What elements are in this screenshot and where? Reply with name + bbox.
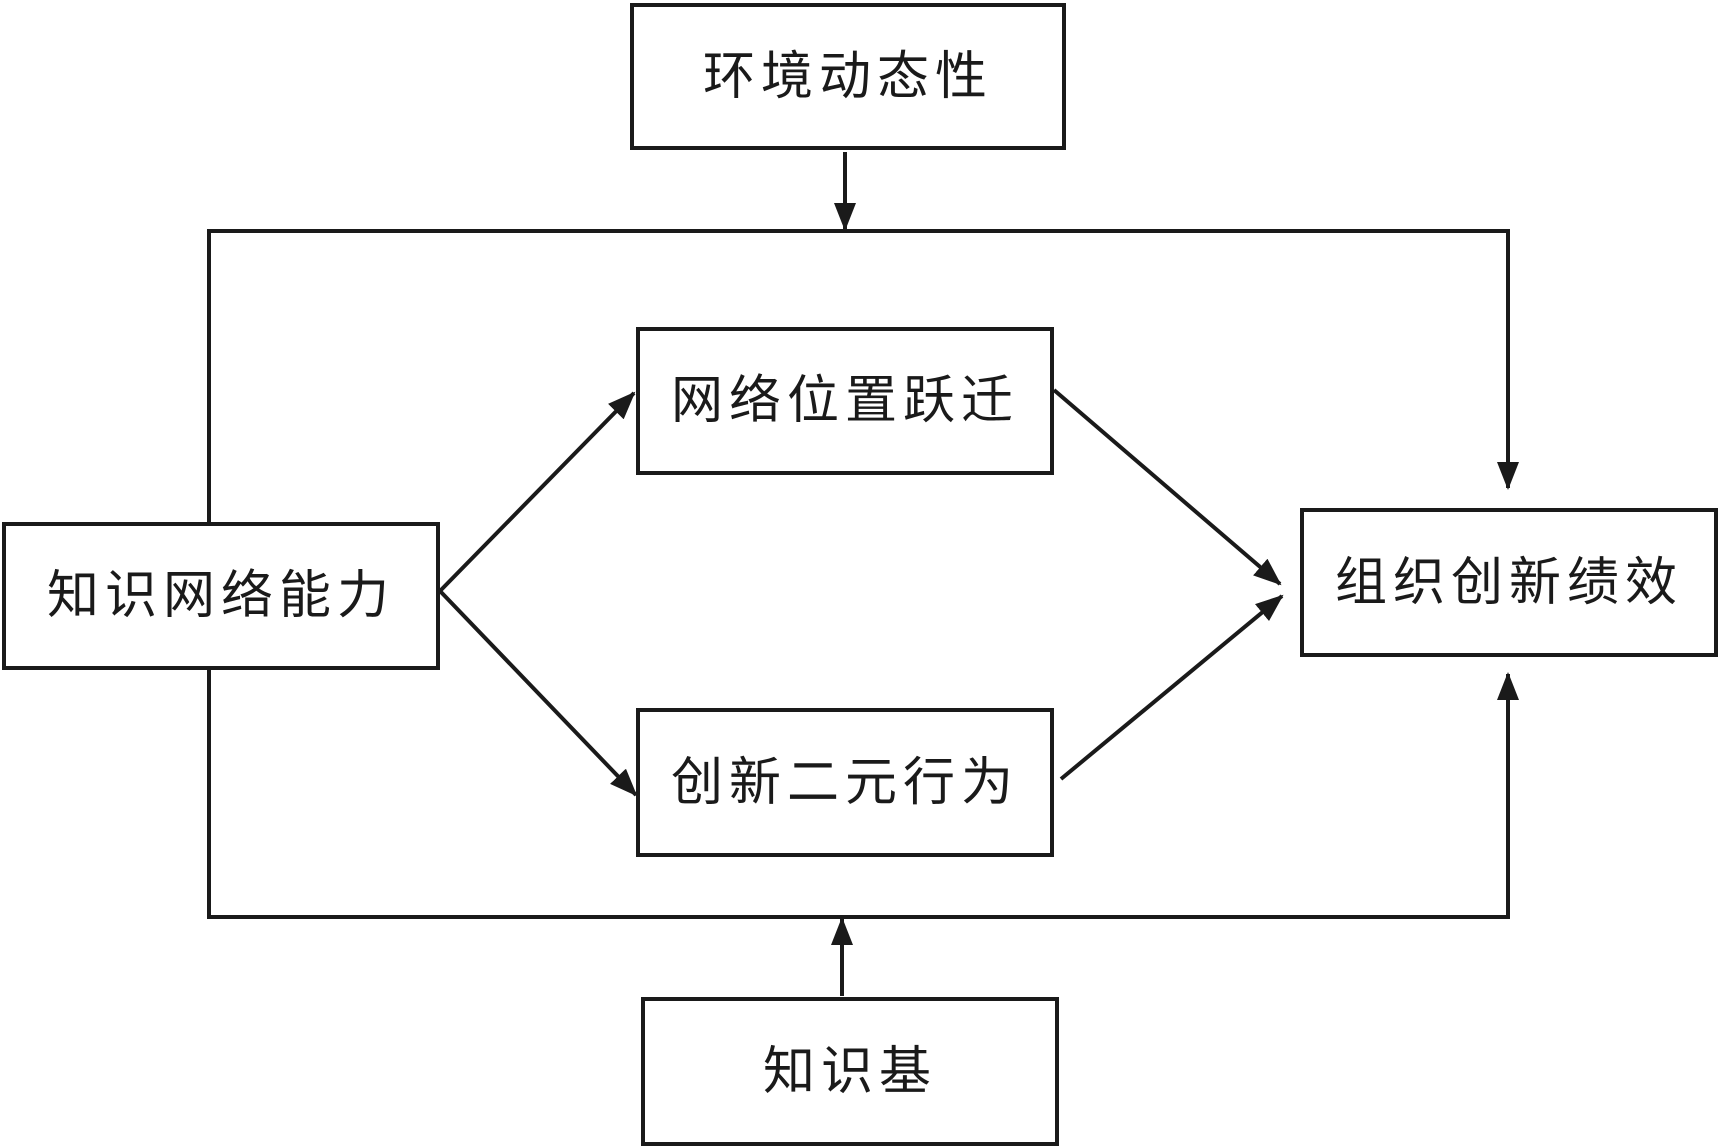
- knowledge-base-label: 知识基: [762, 1041, 937, 1102]
- innovation-ambidexterity-box: 创新二元行为: [636, 708, 1054, 857]
- organizational-innovation-performance-label: 组织创新绩效: [1334, 552, 1683, 613]
- position-to-performance-arrow: [1052, 388, 1282, 586]
- knowledge-network-capability-box: 知识网络能力: [2, 522, 440, 670]
- environment-dynamism-label: 环境动态性: [702, 46, 993, 107]
- top-path-line: [207, 229, 1519, 522]
- capability-to-position-arrow: [438, 391, 636, 593]
- capability-to-ambidexterity-arrow: [438, 589, 638, 797]
- knowledge-base-box: 知识基: [641, 997, 1059, 1146]
- network-position-jump-box: 网络位置跃迁: [636, 327, 1054, 475]
- knowledge-network-capability-label: 知识网络能力: [46, 566, 395, 626]
- ambidexterity-to-performance-arrow: [1059, 594, 1284, 781]
- bottom-path-line: [207, 670, 1519, 919]
- network-position-jump-label: 网络位置跃迁: [670, 371, 1019, 431]
- innovation-ambidexterity-label: 创新二元行为: [670, 752, 1019, 813]
- environment-dynamism-box: 环境动态性: [630, 3, 1066, 150]
- organizational-innovation-performance-box: 组织创新绩效: [1300, 508, 1718, 657]
